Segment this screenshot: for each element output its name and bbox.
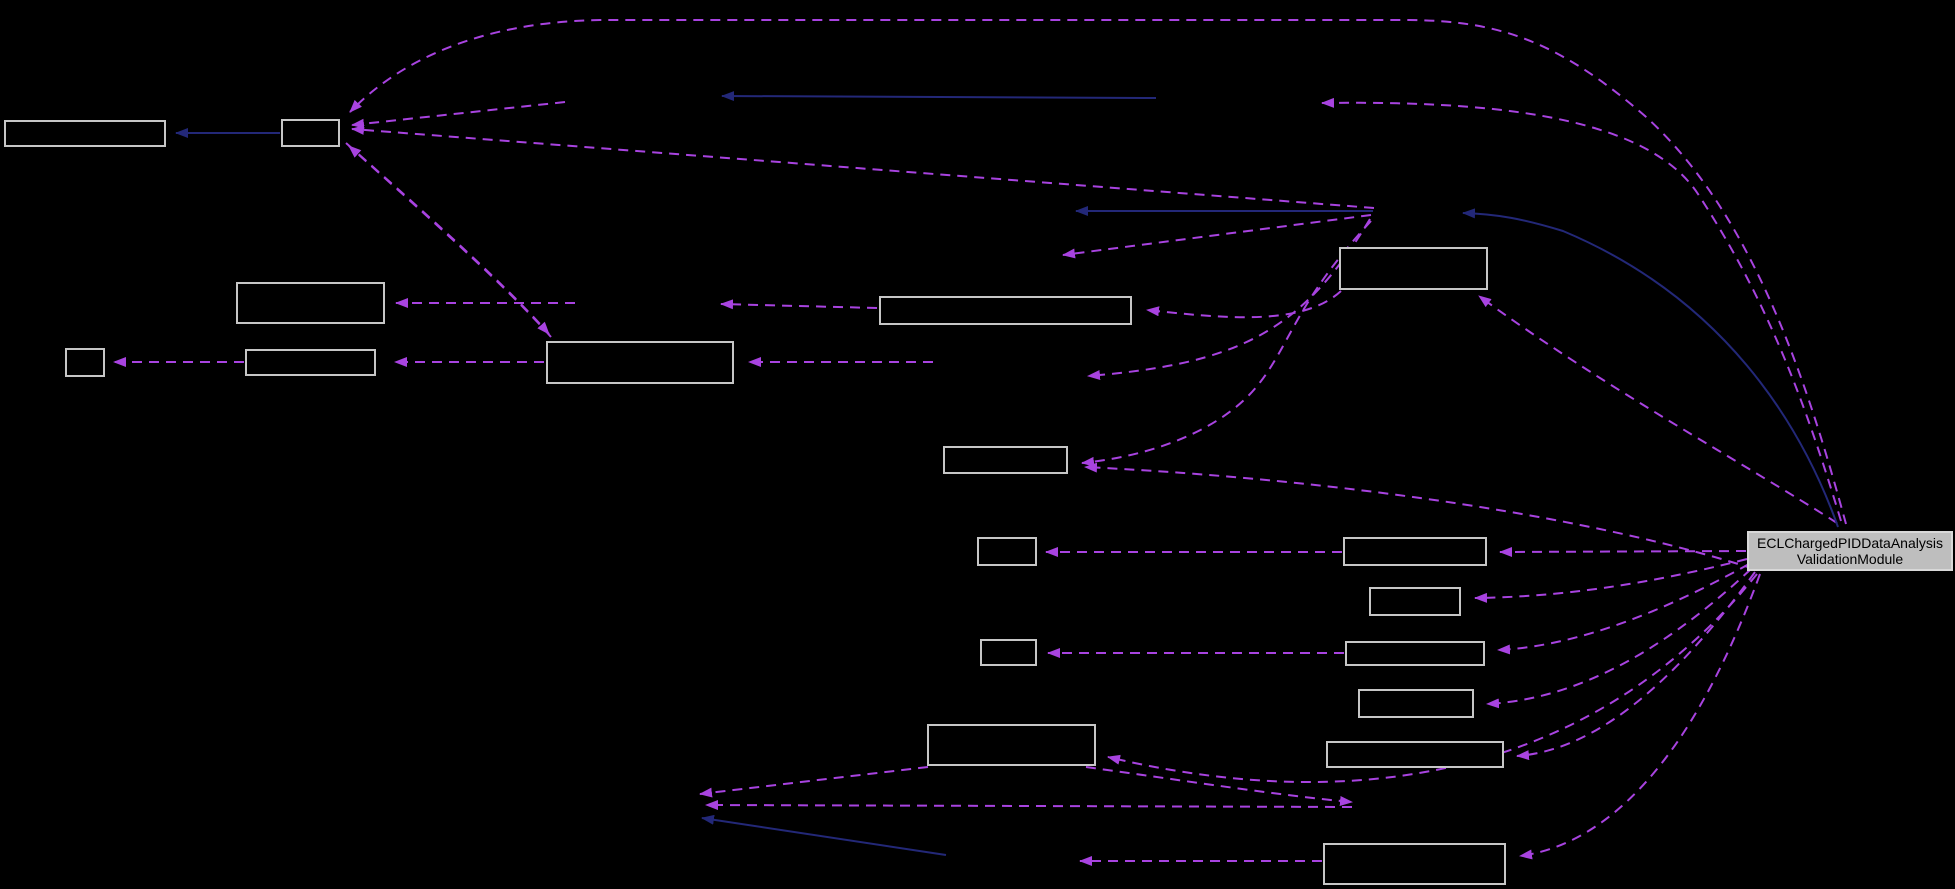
usage-edge-dashed [348,145,552,338]
graph-node-6[interactable] [546,341,734,384]
usage-edge-dashed [1062,214,1372,259]
graph-node-9[interactable] [943,446,1068,474]
graph-node-12[interactable] [1369,587,1461,616]
usage-edge-dashed [1085,766,1353,806]
graph-node-13[interactable] [980,639,1037,666]
usage-edge-dashed [1474,558,1748,603]
usage-edge-dashed [1107,573,1758,784]
graph-node-11[interactable] [1343,537,1487,566]
inheritance-edge-solid [1462,208,1839,528]
usage-edge-dashed [1516,571,1756,761]
usage-edge-dashed [1087,218,1371,381]
graph-node-4[interactable] [65,348,105,377]
graph-node-17[interactable] [1326,741,1504,768]
usage-edge-dashed [1497,563,1750,655]
graph-node-5[interactable] [245,349,376,376]
graph-node-18[interactable] [1323,843,1506,885]
main-node [1747,531,1953,571]
main-node-label-line1: ECLChargedPIDDataAnalysis [1757,535,1943,551]
graph-node-1[interactable] [4,120,166,147]
inheritance-edge-solid [701,814,947,856]
graph-node-15[interactable] [1358,689,1474,718]
graph-node-8[interactable] [1339,247,1488,290]
usage-edge-dashed [705,800,1353,811]
graph-node-2[interactable] [281,119,340,147]
graph-node-10[interactable] [977,537,1037,566]
usage-edge-dashed [699,766,929,798]
usage-edge-dashed [1486,568,1752,709]
usage-edge-dashed [1146,290,1342,319]
usage-edge-dashed [351,124,1375,209]
usage-edge-dashed [720,299,878,310]
usage-edge-dashed [1084,462,1755,570]
usage-edge-dashed [349,19,1847,525]
graph-node-14[interactable] [1345,641,1485,666]
graph-node-16[interactable] [927,724,1096,766]
usage-edge-dashed [1081,220,1372,467]
graph-node-7[interactable] [879,296,1132,325]
usage-edge-dashed [351,101,566,129]
usage-edge-dashed [1499,546,1747,557]
usage-edge-dashed [1321,97,1842,522]
usage-edge-dashed [1478,295,1838,524]
main-node-label-line2: ValidationModule [1797,551,1904,567]
graph-node-3[interactable] [236,282,385,324]
inheritance-edge-solid [721,91,1157,102]
